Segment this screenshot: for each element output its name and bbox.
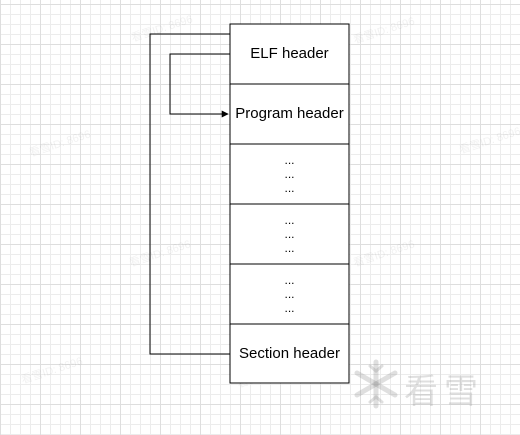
segment-ellipsis-2: ... ... ... [284, 213, 295, 255]
segment-box-3 [229, 263, 350, 325]
segment-box-2 [229, 203, 350, 265]
segment-ellipsis-1: ... ... ... [284, 153, 295, 195]
kanxue-logo: 看雪 [346, 352, 506, 418]
section-header-box [229, 323, 350, 384]
elf-header-label: ELF header [250, 45, 329, 62]
logo-text: 看雪 [404, 372, 484, 412]
program-header-label: Program header [235, 105, 344, 122]
section-header-connector [149, 33, 230, 355]
program-header-box [229, 83, 350, 145]
elf-header-box [229, 23, 350, 85]
segment-ellipsis-3: ... ... ... [284, 273, 295, 315]
segment-box-1 [229, 143, 350, 205]
snowflake-icon [354, 359, 398, 409]
section-header-label: Section header [239, 345, 340, 362]
program-header-arrow [169, 53, 230, 118]
